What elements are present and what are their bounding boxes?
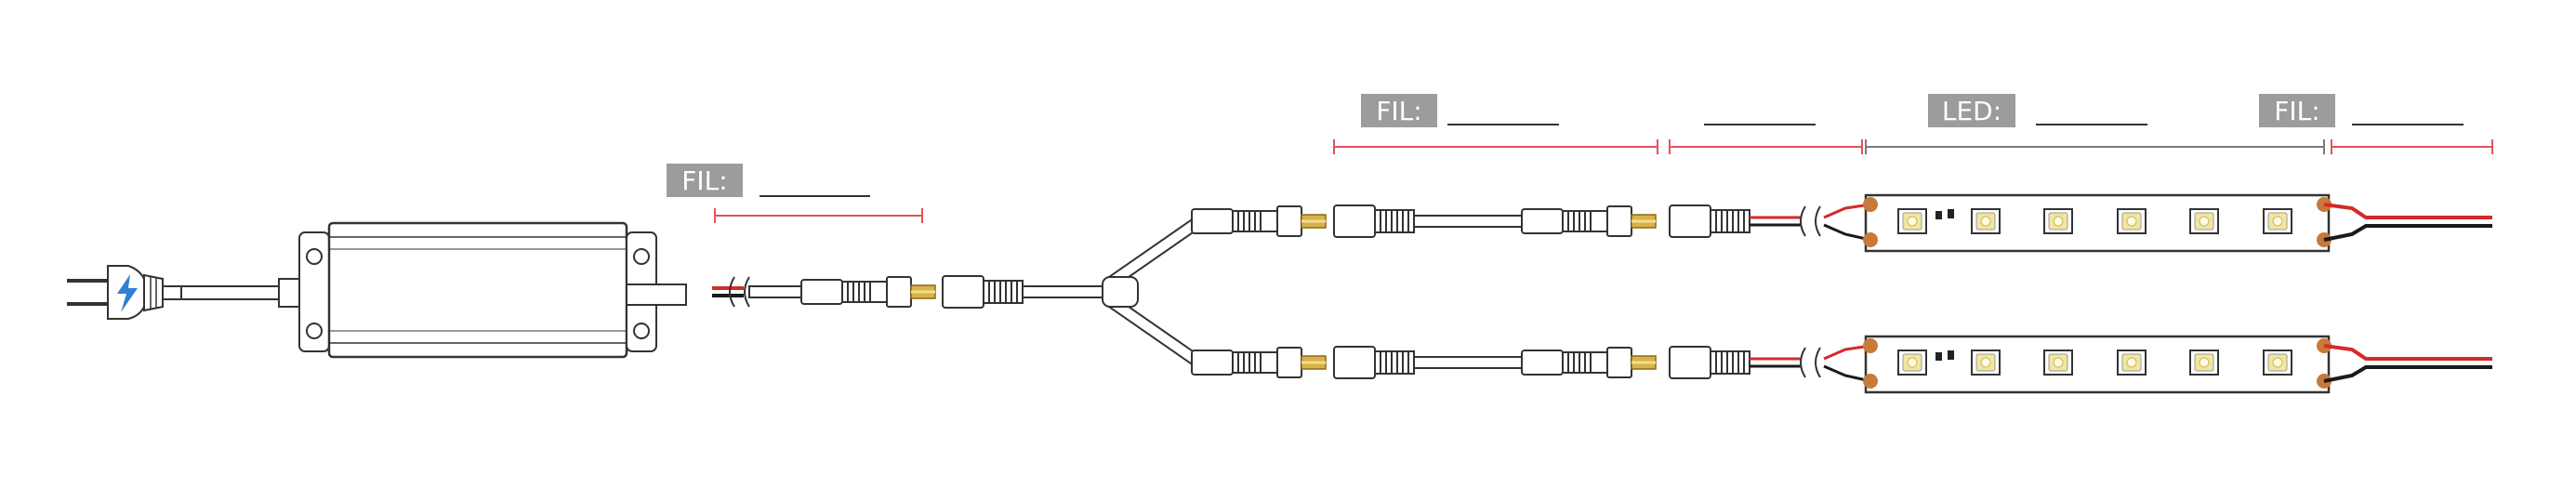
label-led-strip: LED: (1928, 94, 2015, 127)
strip-input-connector-bottom (1669, 344, 1871, 383)
label-output-cable: FIL: (2259, 94, 2335, 127)
output-wires-top (2323, 203, 2492, 242)
adapter-output-cable (712, 275, 937, 309)
measure-extension-cable (1333, 139, 1658, 154)
label-adapter-cable: FIL: (667, 164, 743, 197)
label-led-strip-text: LED: (1942, 96, 2001, 126)
input-cable (180, 285, 280, 300)
measure-output-cable (2331, 139, 2493, 154)
y-splitter-cable (942, 204, 1328, 379)
output-wires-bottom (2323, 344, 2492, 383)
label-adapter-cable-text: FIL: (681, 165, 727, 196)
extension-cable-top (1333, 204, 1658, 238)
measure-led-strip (1865, 139, 2325, 154)
led-strip-bottom (1863, 335, 2332, 394)
power-adapter-icon (278, 221, 687, 359)
measure-connector (1669, 139, 1863, 154)
label-extension-cable: FIL: (1361, 94, 1437, 127)
lightning-bolt-icon (117, 274, 138, 312)
strip-input-connector-top (1669, 203, 1871, 242)
extension-cable-bottom (1333, 346, 1658, 379)
led-strip-top (1863, 193, 2332, 253)
label-extension-cable-text: FIL: (1376, 96, 1421, 126)
label-output-cable-text: FIL: (2274, 96, 2319, 126)
measure-adapter-cable (714, 208, 923, 223)
